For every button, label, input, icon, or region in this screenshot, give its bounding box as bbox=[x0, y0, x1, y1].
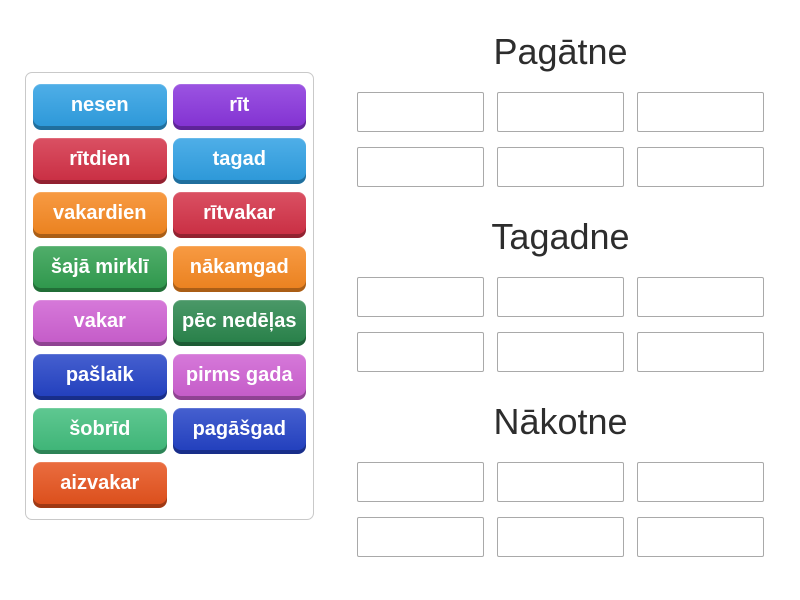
group-nakotne: Nākotne bbox=[357, 400, 764, 557]
drop-slot-pagatne-6[interactable] bbox=[637, 147, 764, 187]
drop-slot-pagatne-3[interactable] bbox=[637, 92, 764, 132]
drop-slot-nakotne-6[interactable] bbox=[637, 517, 764, 557]
drop-slot-tagadne-5[interactable] bbox=[497, 332, 624, 372]
answer-groups: Pagātne Tagadne Nākotne bbox=[357, 30, 764, 557]
word-tile-vakar[interactable]: vakar bbox=[33, 300, 167, 346]
drop-slot-nakotne-2[interactable] bbox=[497, 462, 624, 502]
word-tile-nakamgad[interactable]: nākamgad bbox=[172, 246, 306, 292]
drop-slot-pagatne-4[interactable] bbox=[357, 147, 484, 187]
drop-slot-tagadne-2[interactable] bbox=[497, 277, 624, 317]
group-title-nakotne: Nākotne bbox=[493, 401, 628, 442]
drop-slot-tagadne-3[interactable] bbox=[637, 277, 764, 317]
drop-slot-pagatne-5[interactable] bbox=[497, 147, 624, 187]
drop-slot-tagadne-4[interactable] bbox=[357, 332, 484, 372]
word-tile-pec-nedelas[interactable]: pēc nedēļas bbox=[172, 300, 306, 346]
group-tagadne: Tagadne bbox=[357, 215, 764, 372]
slots-nakotne bbox=[357, 462, 764, 557]
word-tile-nesen[interactable]: nesen bbox=[33, 84, 167, 130]
drop-slot-pagatne-1[interactable] bbox=[357, 92, 484, 132]
word-tile-ritdien[interactable]: rītdien bbox=[33, 138, 167, 184]
drop-slot-nakotne-4[interactable] bbox=[357, 517, 484, 557]
word-tile-pirms-gada[interactable]: pirms gada bbox=[172, 354, 306, 400]
drop-slot-nakotne-5[interactable] bbox=[497, 517, 624, 557]
word-tile-tagad[interactable]: tagad bbox=[172, 138, 306, 184]
drop-slot-pagatne-2[interactable] bbox=[497, 92, 624, 132]
group-title-tagadne: Tagadne bbox=[491, 216, 630, 257]
drop-slot-tagadne-6[interactable] bbox=[637, 332, 764, 372]
word-tile-sobrid[interactable]: šobrīd bbox=[33, 408, 167, 454]
drop-slot-nakotne-3[interactable] bbox=[637, 462, 764, 502]
word-tile-pagasgad[interactable]: pagāšgad bbox=[172, 408, 306, 454]
word-tile-panel: nesen rīt rītdien tagad vakardien rītvak… bbox=[25, 72, 314, 520]
group-pagatne: Pagātne bbox=[357, 30, 764, 187]
word-tile-ritvakar[interactable]: rītvakar bbox=[172, 192, 306, 238]
slots-tagadne bbox=[357, 277, 764, 372]
word-tile-vakardien[interactable]: vakardien bbox=[33, 192, 167, 238]
drop-slot-tagadne-1[interactable] bbox=[357, 277, 484, 317]
word-tile-paslaik[interactable]: pašlaik bbox=[33, 354, 167, 400]
word-tile-rit[interactable]: rīt bbox=[172, 84, 306, 130]
word-tile-saja-mirkli[interactable]: šajā mirklī bbox=[33, 246, 167, 292]
slots-pagatne bbox=[357, 92, 764, 187]
group-title-pagatne: Pagātne bbox=[493, 31, 628, 72]
word-tile-aizvakar[interactable]: aizvakar bbox=[33, 462, 167, 508]
drop-slot-nakotne-1[interactable] bbox=[357, 462, 484, 502]
